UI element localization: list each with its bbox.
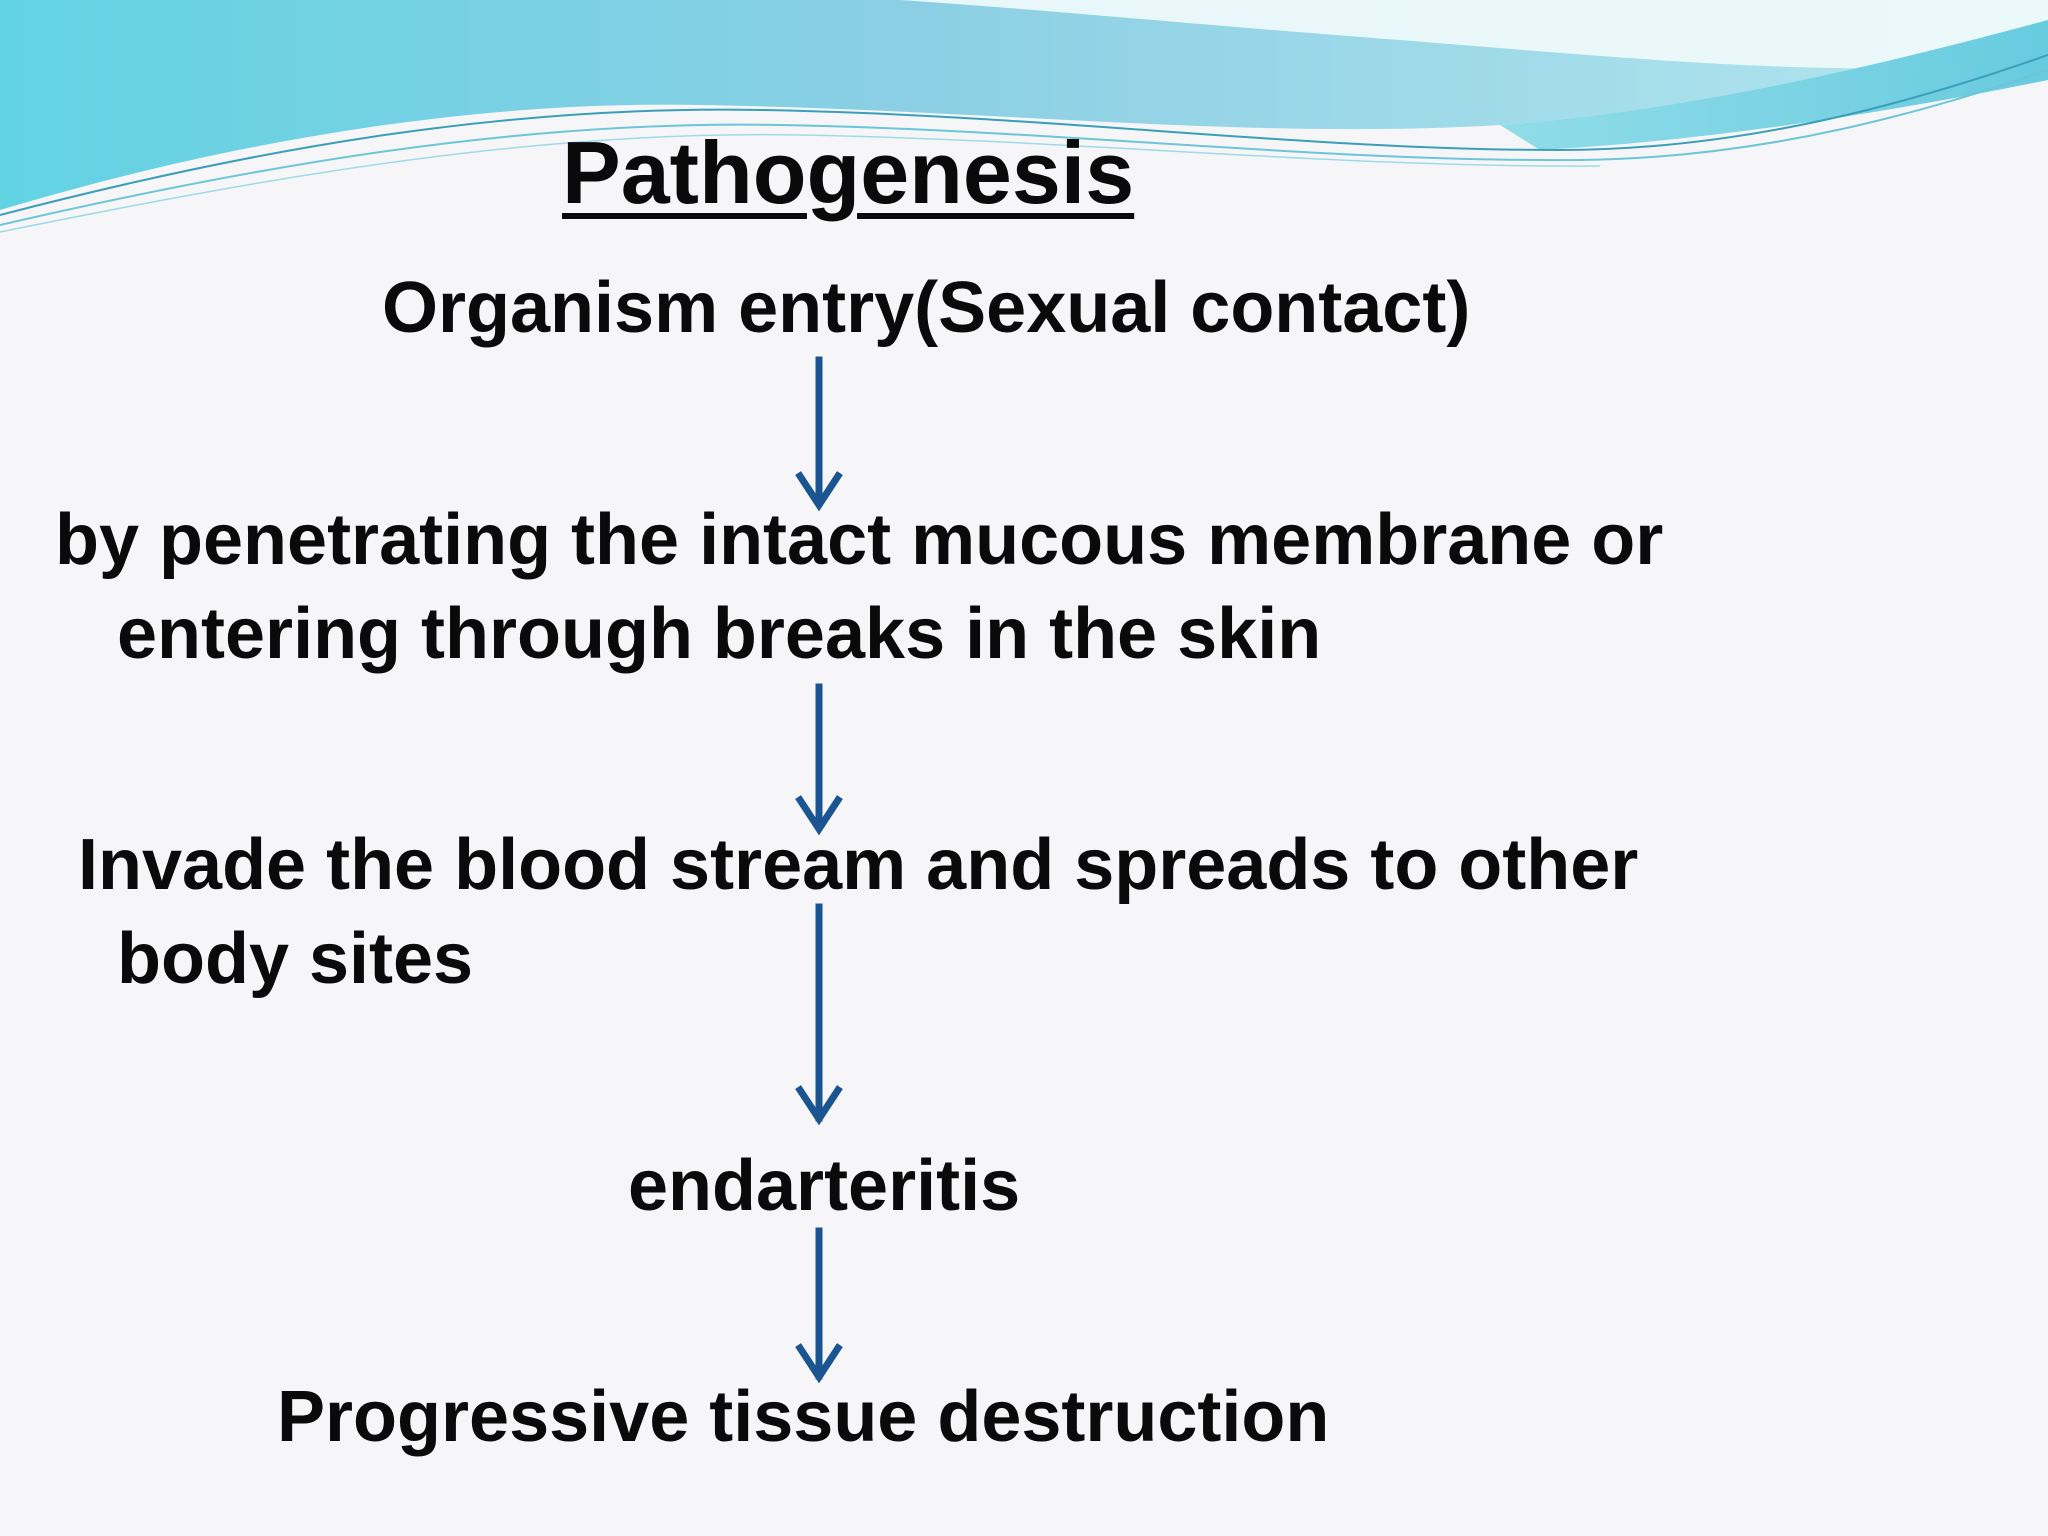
flow-step-organism-entry: Organism entry(Sexual contact): [382, 268, 1471, 348]
down-arrow-icon: [795, 683, 843, 836]
down-arrow-icon: [795, 903, 843, 1126]
down-arrow-icon: [795, 356, 843, 512]
flow-step-penetration-line1: by penetrating the intact mucous membran…: [55, 500, 1664, 580]
header-wave-decoration: [0, 0, 2048, 233]
flow-step-endarteritis: endarteritis: [628, 1146, 1021, 1226]
flow-step-bloodstream-line2: body sites: [117, 919, 474, 999]
page-title: Pathogenesis: [562, 123, 1135, 222]
flow-step-bloodstream-line1: Invade the blood stream and spreads to o…: [78, 825, 1639, 905]
flow-step-tissue-destruction: Progressive tissue destruction: [277, 1377, 1330, 1457]
down-arrow-icon: [795, 1227, 843, 1384]
flow-step-penetration-line2: entering through breaks in the skin: [117, 594, 1322, 674]
